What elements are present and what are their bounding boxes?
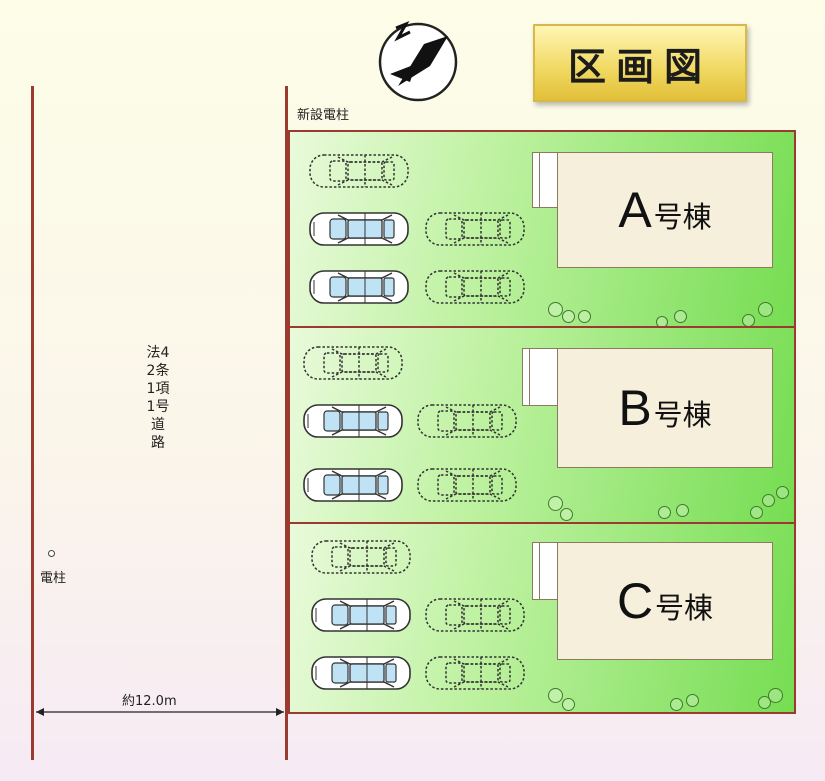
tree-icon — [548, 496, 563, 511]
car-icon — [424, 654, 526, 692]
porch-b — [522, 348, 558, 406]
house-a-suffix: 号棟 — [653, 200, 712, 234]
utility-pole-icon — [48, 550, 55, 557]
car-icon — [302, 344, 404, 382]
tree-icon — [670, 698, 683, 711]
new-pole-label: 新設電柱 — [297, 108, 350, 123]
car-icon — [424, 596, 526, 634]
width-dimension-line — [36, 708, 284, 716]
tree-icon — [562, 310, 575, 323]
car-icon — [416, 402, 518, 440]
tree-icon — [578, 310, 591, 323]
car-icon — [424, 210, 526, 248]
road-left-boundary — [31, 86, 34, 760]
compass-north-icon — [378, 21, 458, 102]
car-icon — [424, 268, 526, 306]
tree-icon — [750, 506, 763, 519]
road-label: 法42条1項1号道路 — [146, 345, 170, 451]
house-b-letter: B — [618, 380, 652, 436]
car-icon — [310, 654, 412, 692]
tree-icon — [762, 494, 775, 507]
house-c-letter: C — [616, 573, 654, 629]
porch-c — [532, 542, 560, 600]
car-icon — [310, 538, 412, 576]
car-icon — [310, 596, 412, 634]
pole-label: 電柱 — [40, 571, 67, 586]
car-icon — [308, 210, 410, 248]
porch-a — [532, 152, 560, 208]
tree-icon — [548, 688, 563, 703]
tree-icon — [562, 698, 575, 711]
tree-icon — [686, 694, 699, 707]
house-c-suffix: 号棟 — [655, 591, 714, 625]
width-label: 約12.0m — [122, 694, 177, 709]
tree-icon — [758, 696, 771, 709]
car-icon — [416, 466, 518, 504]
page-title: 区画図 — [533, 24, 747, 102]
road-right-boundary — [285, 86, 288, 760]
car-icon — [308, 268, 410, 306]
tree-icon — [758, 302, 773, 317]
tree-icon — [548, 302, 563, 317]
car-icon — [302, 466, 404, 504]
tree-icon — [676, 504, 689, 517]
tree-icon — [560, 508, 573, 521]
tree-icon — [658, 506, 671, 519]
tree-icon — [768, 688, 783, 703]
tree-icon — [776, 486, 789, 499]
tree-icon — [674, 310, 687, 323]
house-b-suffix: 号棟 — [653, 398, 712, 432]
house-a-letter: A — [618, 182, 652, 238]
car-icon — [302, 402, 404, 440]
car-icon — [308, 152, 410, 190]
